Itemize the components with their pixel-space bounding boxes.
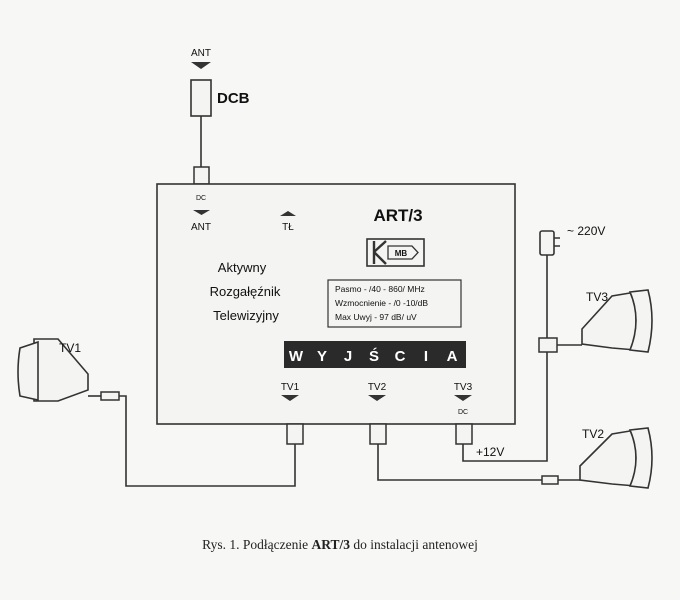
spec-box xyxy=(327,279,462,328)
outputs-banner xyxy=(284,341,466,368)
tv1-icon xyxy=(17,338,89,402)
output-label-tv3: TV3 xyxy=(454,382,473,393)
tv1-label: TV1 xyxy=(59,341,81,355)
cable-tv2 xyxy=(377,444,542,481)
power-adapter xyxy=(539,230,555,256)
cable-tv3-power xyxy=(462,352,548,462)
spec-max-output: Max Uwyj - 97 dB/ uV xyxy=(335,312,417,322)
caption-model: ART/3 xyxy=(311,537,350,552)
outputs-letter: Ś xyxy=(369,347,379,365)
plug-tv2 xyxy=(541,475,559,485)
dcb-label: DCB xyxy=(217,90,250,107)
ant-input-label: ANT xyxy=(191,222,211,233)
antenna-connector xyxy=(193,166,210,185)
outputs-letter: A xyxy=(447,348,458,365)
output-connector-tv2 xyxy=(369,423,387,445)
outputs-letter: W xyxy=(289,348,304,365)
antenna-label: ANT xyxy=(191,48,211,59)
caption-prefix: Rys. 1. Podłączenie xyxy=(202,537,311,552)
output-label-tv2: TV2 xyxy=(368,382,387,393)
mains-label: ~ 220V xyxy=(567,224,605,238)
outputs-letter: C xyxy=(395,348,406,365)
output-arrow-icon xyxy=(368,395,386,401)
dc-bottom-label: DC xyxy=(458,409,468,416)
tv2-icon xyxy=(579,427,653,489)
name-line-3: Telewizyjny xyxy=(213,308,279,323)
ant-arrow-icon xyxy=(193,210,210,215)
output-label-tv1: TV1 xyxy=(281,382,300,393)
tv3-label: TV3 xyxy=(586,290,608,304)
spec-band: Pasmo - /40 - 860/ MHz xyxy=(335,284,425,294)
cable-tv1 xyxy=(119,395,296,487)
plug-tv1 xyxy=(100,391,120,401)
dc-output-label: +12V xyxy=(476,445,504,459)
kmb-logo: MB xyxy=(366,238,425,267)
figure-caption: Rys. 1. Podłączenie ART/3 do instalacji … xyxy=(202,537,478,552)
dc-top-label: DC xyxy=(196,195,206,202)
outputs-letter: J xyxy=(344,348,352,365)
output-arrow-icon xyxy=(454,395,472,401)
model-name: ART/3 xyxy=(373,206,422,225)
name-line-1: Aktywny xyxy=(218,260,267,275)
power-injector xyxy=(538,337,558,353)
caption-suffix: do instalacji antenowej xyxy=(350,537,478,552)
tv3-icon xyxy=(581,289,653,353)
output-connector-tv3 xyxy=(455,423,473,445)
output-connector-tv1 xyxy=(286,423,304,445)
logo-text: MB xyxy=(395,249,408,258)
tl-label: TŁ xyxy=(282,222,294,233)
art3-device xyxy=(156,183,516,425)
dcb-module xyxy=(190,79,212,117)
spec-gain: Wzmocnienie - /0 -10/dB xyxy=(335,298,428,308)
tv2-label: TV2 xyxy=(582,427,604,441)
name-line-2: Rozgałęźnik xyxy=(210,284,281,299)
tl-arrow-icon xyxy=(280,211,296,216)
antenna-arrow-icon xyxy=(191,62,211,69)
outputs-letter: I xyxy=(424,348,428,365)
output-arrow-icon xyxy=(281,395,299,401)
outputs-letter: Y xyxy=(317,348,327,365)
